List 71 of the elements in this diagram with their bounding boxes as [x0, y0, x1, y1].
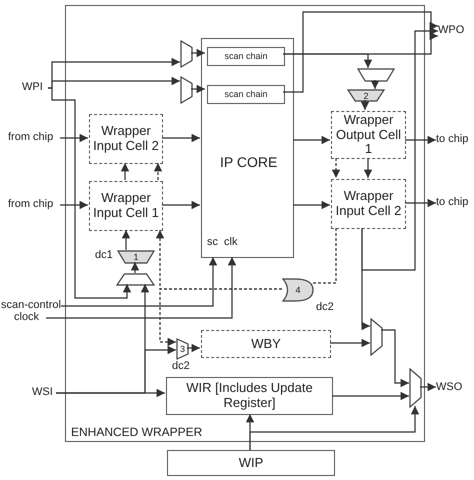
multiplexer-symbol: 1: [118, 251, 154, 263]
port-name: clk: [224, 236, 238, 248]
multiplexer-symbol: [181, 77, 192, 103]
port-label: from chip: [8, 131, 60, 145]
wrapper-box: [65, 5, 425, 442]
arrow: [420, 382, 436, 392]
control-signal-label: dc1: [95, 249, 113, 261]
port-label: WSO: [436, 381, 470, 395]
core-box: [201, 38, 294, 258]
arrow: [56, 284, 150, 394]
control-signal-label: dc2: [172, 360, 190, 372]
dashed-arrow: [159, 288, 282, 346]
multiplexer-symbol: 3: [177, 339, 188, 359]
arrow: [330, 338, 370, 348]
port-label: from chip: [8, 198, 60, 212]
port-label: WPO: [438, 24, 470, 38]
arrow: [405, 136, 436, 144]
arrow: [162, 134, 200, 142]
port-label: to chip: [436, 196, 474, 210]
arrow: [191, 84, 205, 94]
cell-box: WBY: [201, 330, 331, 358]
multiplexer-symbol: [358, 69, 394, 81]
cell-box: Wrapper Input Cell 2: [89, 114, 163, 164]
arrow: [122, 230, 130, 250]
arrow: [381, 329, 409, 388]
wrapper-title: ENHANCED WRAPPER: [71, 425, 202, 439]
register-box: WIP: [167, 450, 335, 476]
core-title: IP CORE: [220, 154, 278, 170]
cell-box: Wrapper Input Cell 2: [331, 179, 406, 229]
cell-box: Wrapper Input Cell 1: [89, 181, 163, 231]
control-signal-label: dc2: [316, 301, 334, 313]
arrow: [191, 48, 205, 58]
register-box: WIR [Includes Update Register]: [166, 377, 333, 415]
multiplexer-symbol: 2: [348, 90, 384, 101]
arrow: [283, 11, 438, 93]
multiplexer-symbol: [371, 319, 382, 355]
register-box: scan chain: [207, 85, 285, 104]
arrow: [162, 200, 200, 210]
arrow: [361, 26, 438, 271]
arrow: [370, 80, 380, 89]
port-name: sc: [207, 236, 218, 248]
arrow: [187, 344, 200, 352]
port-label: clock: [14, 311, 46, 325]
port-label: WPI: [22, 81, 48, 95]
cell-box: Wrapper Output Cell 1: [331, 111, 406, 159]
port-label: WSI: [32, 386, 56, 400]
port-label: scan-control: [1, 299, 61, 313]
dashed-arrow: [332, 158, 340, 178]
arrow: [283, 53, 372, 68]
multiplexer-symbol: [117, 274, 154, 285]
multiplexer-symbol: [181, 41, 192, 67]
port-label: to chip: [436, 133, 474, 147]
arrow: [293, 200, 330, 210]
multiplexer-symbol: [410, 369, 421, 407]
arrow: [130, 262, 140, 273]
arrow: [249, 406, 420, 450]
arrow: [46, 257, 236, 319]
arrow: [405, 198, 436, 208]
arrow: [332, 392, 409, 400]
arrow: [360, 100, 370, 110]
arrow: [361, 228, 370, 330]
dashed-arrow: [154, 163, 162, 180]
arrow: [293, 136, 330, 144]
arrow: [364, 158, 372, 178]
arrow: [120, 163, 130, 180]
arrow: [48, 87, 132, 299]
arrow: [61, 257, 218, 307]
xor-gate-symbol: 4: [283, 279, 313, 301]
arrow: [60, 200, 88, 210]
register-box: scan chain: [207, 47, 285, 66]
arrow: [60, 134, 88, 142]
